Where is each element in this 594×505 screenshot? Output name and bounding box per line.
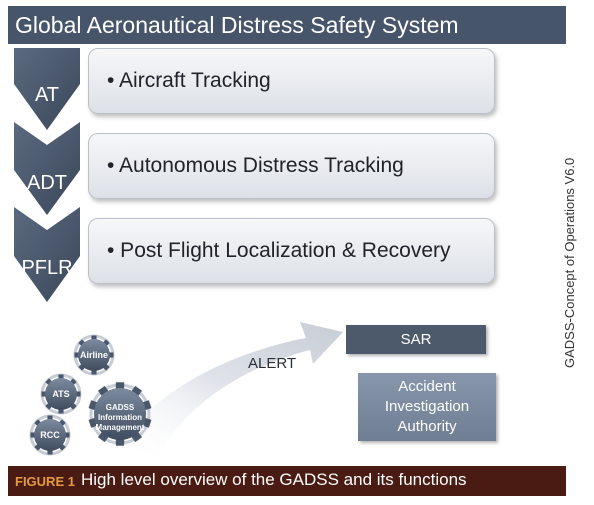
chevron-label-adt: ADT: [27, 172, 67, 194]
alert-arrow-icon: [118, 322, 343, 456]
gear-airline-icon: [73, 334, 115, 376]
row-text-post-flight-localization: • Post Flight Localization & Recovery: [107, 239, 451, 262]
chevron-pflr: [14, 207, 80, 302]
alert-label: ALERT: [248, 355, 297, 372]
accident-line-1: Accident: [398, 378, 456, 395]
gear-label-rcc: RCC: [40, 430, 60, 440]
chevron-label-pflr: PFLR: [21, 257, 73, 279]
chevron-adt: [14, 122, 80, 215]
figure-caption: High level overview of the GADSS and its…: [81, 470, 467, 489]
gear-label-airline: Airline: [79, 350, 108, 360]
accident-line-3: Authority: [397, 418, 457, 435]
figure-caption-bar: FIGURE 1 High level overview of the GADS…: [8, 466, 566, 496]
chevron-label-at: AT: [34, 84, 60, 106]
gear-label-gadss: GADSS Information Management: [90, 403, 150, 433]
gear-label-gadss-line1: GADSS: [105, 403, 135, 412]
accident-investigation-box: Accident Investigation Authority: [358, 373, 496, 441]
gear-label-ats: ATS: [52, 389, 70, 399]
row-box-autonomous-distress-tracking: • Autonomous Distress Tracking: [88, 133, 495, 199]
row-box-post-flight-localization: • Post Flight Localization & Recovery: [88, 218, 495, 284]
chevron-at: [14, 48, 80, 130]
row-text-autonomous-distress-tracking: • Autonomous Distress Tracking: [107, 154, 404, 177]
row-text-aircraft-tracking: • Aircraft Tracking: [107, 69, 271, 92]
gear-rcc-icon: [29, 414, 71, 456]
gear-label-gadss-line2: Information: [98, 413, 142, 422]
accident-line-2: Investigation: [384, 398, 470, 415]
row-box-aircraft-tracking: • Aircraft Tracking: [88, 48, 495, 114]
side-note: GADSS-Concept of Operations V6.0: [562, 157, 577, 368]
diagram-title: Global Aeronautical Distress Safety Syst…: [15, 12, 459, 38]
gear-gadss-icon: [88, 382, 152, 446]
sar-box: SAR: [346, 325, 486, 354]
title-bar: Global Aeronautical Distress Safety Syst…: [8, 6, 566, 44]
gear-label-gadss-line3: Management: [95, 423, 145, 432]
figure-number: FIGURE 1: [15, 474, 75, 489]
diagram-graphics: [14, 48, 343, 456]
diagram-panel: Global Aeronautical Distress Safety Syst…: [8, 6, 566, 464]
gear-ats-icon: [40, 373, 82, 415]
gear-cluster-icon: [29, 334, 152, 456]
